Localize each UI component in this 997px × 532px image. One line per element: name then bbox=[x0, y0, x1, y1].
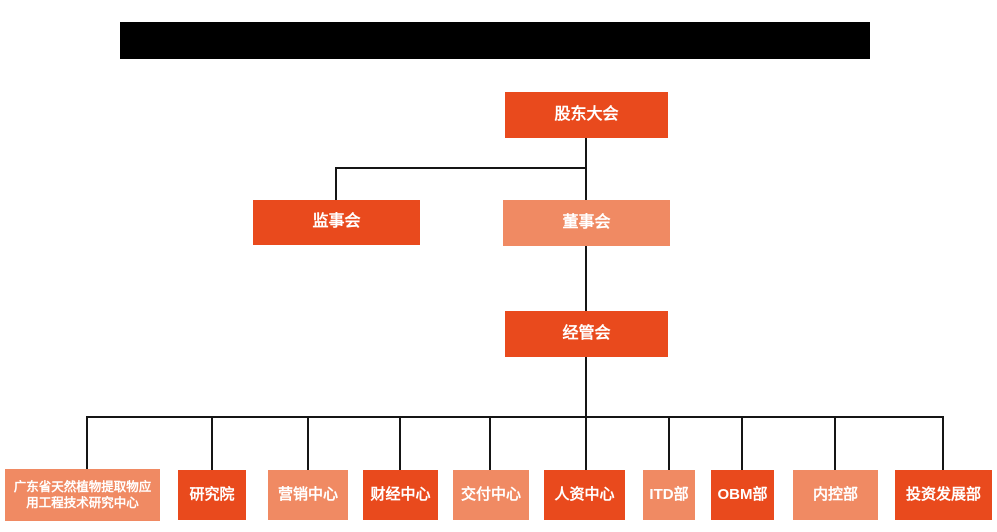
connector-bottom-bus bbox=[86, 416, 944, 418]
org-node-itd-department: ITD部 bbox=[643, 470, 695, 520]
org-node-guangdong-research-center: 广东省天然植物提取物应用工程技术研究中心 bbox=[5, 469, 160, 521]
connector-directors-to-management bbox=[585, 246, 587, 311]
connector-drop-obm bbox=[741, 416, 743, 470]
connector-management-to-bus bbox=[585, 357, 587, 470]
connector-shareholders-to-branch bbox=[585, 138, 587, 200]
org-node-finance-center: 财经中心 bbox=[363, 470, 438, 520]
connector-drop-delivery bbox=[489, 416, 491, 470]
connector-drop-marketing bbox=[307, 416, 309, 470]
org-node-research-institute: 研究院 bbox=[178, 470, 246, 520]
org-node-hr-center: 人资中心 bbox=[544, 470, 625, 520]
org-node-supervisory-board: 监事会 bbox=[253, 200, 420, 245]
connector-drop-internal-control bbox=[834, 416, 836, 470]
connector-branch-to-supervisory bbox=[335, 167, 337, 200]
connector-drop-investment bbox=[942, 416, 944, 470]
connector-drop-finance bbox=[399, 416, 401, 470]
connector-branch-horizontal bbox=[335, 167, 587, 169]
org-node-board-of-directors: 董事会 bbox=[503, 200, 670, 246]
org-node-delivery-center: 交付中心 bbox=[453, 470, 529, 520]
connector-drop-itd bbox=[668, 416, 670, 470]
redacted-title-bar bbox=[120, 22, 870, 59]
connector-drop-research-center bbox=[86, 416, 88, 470]
org-node-investment-development-department: 投资发展部 bbox=[895, 470, 992, 520]
org-node-internal-control-department: 内控部 bbox=[793, 470, 878, 520]
org-node-shareholders-meeting: 股东大会 bbox=[505, 92, 668, 138]
org-node-marketing-center: 营销中心 bbox=[268, 470, 348, 520]
org-node-obm-department: OBM部 bbox=[711, 470, 774, 520]
org-node-management-committee: 经管会 bbox=[505, 311, 668, 357]
connector-drop-research-institute bbox=[211, 416, 213, 470]
